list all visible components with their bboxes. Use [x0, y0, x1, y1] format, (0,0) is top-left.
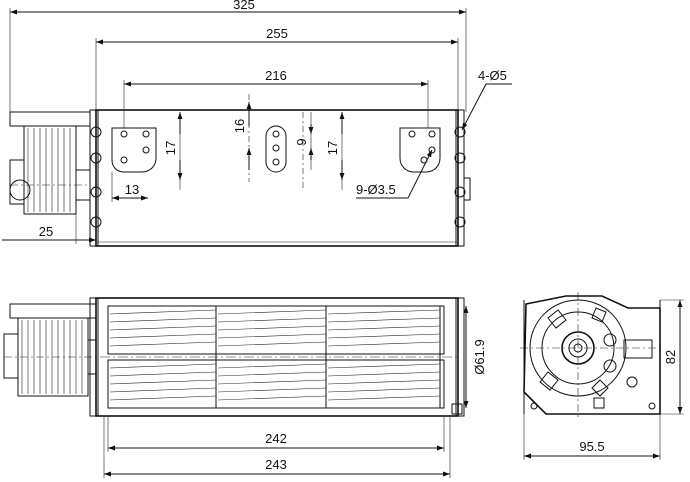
- dim-slot-pitch-left: 17: [163, 112, 183, 190]
- label-slot-offset: 13: [125, 182, 139, 197]
- dim-body-length: 243: [103, 416, 451, 478]
- impeller: [100, 305, 460, 409]
- left-mount-slot: [111, 127, 157, 173]
- dim-slot-pitch-right: 17: [325, 112, 345, 190]
- right-mount-slot: [399, 127, 441, 173]
- label-overall-length: 325: [233, 0, 255, 12]
- middle-mount-slot: [265, 125, 287, 173]
- dim-housing-length: 255: [95, 26, 459, 110]
- dim-slot-offset: 13: [111, 172, 148, 202]
- dim-mount-hole: 4-Ø5: [461, 68, 512, 131]
- label-side-height: 82: [663, 350, 678, 364]
- label-slot-pitch-right: 17: [325, 141, 340, 155]
- label-side-width: 95.5: [579, 439, 604, 454]
- dim-slot-hole: 9-Ø3.5: [356, 149, 433, 199]
- side-view: [520, 292, 664, 418]
- dim-slot-height: 16: [232, 102, 252, 170]
- dim-side-height: 82: [660, 299, 684, 415]
- motor-front: [3, 303, 97, 397]
- right-rivets: [454, 126, 471, 228]
- motor-top: [9, 111, 91, 215]
- label-slot-height: 16: [232, 119, 247, 133]
- dim-impeller-length: 242: [107, 416, 445, 452]
- dim-side-width: 95.5: [523, 414, 661, 460]
- dim-slot-gap: 9: [294, 112, 314, 170]
- dim-hole-spacing: 216: [123, 68, 429, 128]
- label-slot-pitch-left: 17: [163, 141, 178, 155]
- label-hole-spacing: 216: [265, 68, 287, 83]
- housing-top: [95, 109, 459, 247]
- label-impeller-length: 242: [265, 431, 287, 446]
- label-body-length: 243: [265, 457, 287, 472]
- front-view: [3, 297, 465, 417]
- label-slot-gap: 9: [294, 138, 309, 145]
- left-rivets: [90, 126, 102, 228]
- label-motor-offset: 25: [39, 224, 53, 239]
- label-mount-hole-count: 4-Ø5: [478, 68, 507, 83]
- dim-impeller-diameter: Ø61.9: [463, 306, 487, 408]
- label-housing-length: 255: [266, 26, 288, 41]
- dim-overall-length: 325: [9, 0, 467, 112]
- top-view: [9, 94, 471, 247]
- dim-motor-offset: 25: [2, 214, 96, 244]
- label-slot-hole-count: 9-Ø3.5: [356, 182, 396, 197]
- label-impeller-diameter: Ø61.9: [472, 339, 487, 374]
